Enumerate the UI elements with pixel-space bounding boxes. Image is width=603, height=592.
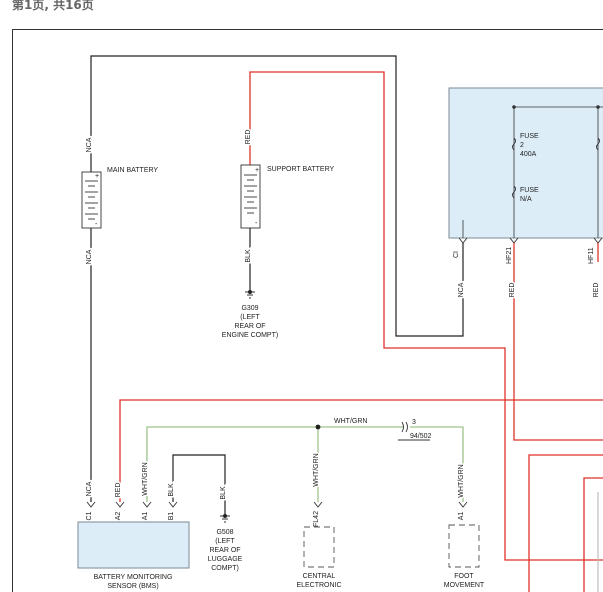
svg-text:G309: G309 xyxy=(241,305,258,312)
wire-label-whtgrn-foot: WHT/GRN xyxy=(458,464,465,497)
pin-ci-label: CI xyxy=(453,251,460,258)
svg-text:REAR OF: REAR OF xyxy=(209,547,240,554)
svg-text:(LEFT: (LEFT xyxy=(215,538,235,545)
splice-connector-label: 94/502 xyxy=(410,433,432,440)
central-label-line2: ELECTRONIC xyxy=(296,582,341,589)
pin-hf11-label: HF11 xyxy=(588,247,595,264)
splice-junction xyxy=(315,424,321,430)
main-battery-symbol xyxy=(81,171,102,229)
central-label-line1: CENTRAL xyxy=(303,573,336,580)
bms-module xyxy=(77,521,190,569)
wire-label-whtgrn-central: WHT/GRN xyxy=(313,453,320,486)
pin-hf21-label: HF21 xyxy=(506,247,513,264)
wire-label-nca-mid: NCA xyxy=(86,249,93,264)
bus-junction xyxy=(512,105,516,109)
wire-label-red-hf11: RED xyxy=(593,283,600,298)
bus-junction xyxy=(596,105,600,109)
wire-label-nca-fusebox: NCA xyxy=(458,282,465,297)
central-pin-fl42: FL42 xyxy=(313,511,320,527)
bms-pin-b1: B1 xyxy=(168,512,175,521)
wire-label-wht-grn-horizontal: WHT/GRN xyxy=(334,418,367,425)
foot-movement-module xyxy=(448,524,480,568)
support-battery-plus: + xyxy=(255,167,259,174)
wire-label-blk-support: BLK xyxy=(245,249,252,263)
bms-pin-a2: A2 xyxy=(115,512,122,521)
wire-label-whtgrn-bms: WHT/GRN xyxy=(142,462,149,495)
svg-text:COMPT): COMPT) xyxy=(211,565,239,572)
support-battery-cells xyxy=(244,174,257,214)
fuse-1-rating: 400A xyxy=(520,151,537,158)
fuse-box-pin-connectors xyxy=(458,237,603,244)
wire-label-red-support: RED xyxy=(245,130,252,145)
central-pin-connector xyxy=(313,501,323,508)
bms-pin-connectors xyxy=(86,501,178,508)
fuse-2-rating: N/A xyxy=(520,196,532,203)
red-wires xyxy=(119,71,603,592)
foot-pin-connector xyxy=(458,501,468,508)
main-battery-minus: - xyxy=(95,221,98,228)
bms-pin-c1: C1 xyxy=(86,511,93,520)
fuse-1-label: FUSE xyxy=(520,133,539,140)
bms-pin-a1: A1 xyxy=(142,512,149,521)
main-battery-label: MAIN BATTERY xyxy=(107,167,158,174)
fuse-2-symbol xyxy=(512,185,516,199)
splice-pin-label: 3 xyxy=(412,419,416,426)
svg-text:G508: G508 xyxy=(216,529,233,536)
bms-label-line1: BATTERY MONITORING xyxy=(94,574,173,581)
diagram-frame xyxy=(12,29,603,592)
main-battery-plus: + xyxy=(95,173,99,180)
support-battery-symbol xyxy=(240,164,261,229)
fuse-box-busbar xyxy=(462,106,603,238)
wire-label-nca-bms: NCA xyxy=(86,481,93,496)
bms-label-line2: SENSOR (BMS) xyxy=(107,583,158,590)
wire-label-blk-g508: BLK xyxy=(220,486,227,500)
main-battery-cells xyxy=(85,180,98,220)
wire-label-nca-top: NCA xyxy=(86,137,93,152)
inline-connector-symbol xyxy=(398,421,430,441)
fuse-box-module xyxy=(448,87,603,239)
svg-text:REAR OF: REAR OF xyxy=(234,323,265,330)
fuse-1-number: 2 xyxy=(520,142,524,149)
foot-label-line2: MOVEMENT xyxy=(444,582,485,589)
ground-g508-dot xyxy=(223,514,227,518)
fuse-3-symbol xyxy=(596,137,600,151)
ground-g309-dot xyxy=(248,290,252,294)
wire-label-red-hf21: RED xyxy=(509,283,516,298)
fuse-1-symbol xyxy=(512,137,516,151)
foot-label-line1: FOOT xyxy=(454,573,474,580)
support-battery-label: SUPPORT BATTERY xyxy=(267,166,334,173)
ground-g309-label: G309 (LEFT REAR OF ENGINE COMPT) xyxy=(222,305,278,339)
svg-text:ENGINE COMPT): ENGINE COMPT) xyxy=(222,332,278,339)
wire-label-blk-b1: BLK xyxy=(168,483,175,497)
central-electronic-module xyxy=(303,526,335,568)
foot-pin-a1: A1 xyxy=(458,512,465,521)
black-wires xyxy=(90,55,464,516)
wire-label-red-bms: RED xyxy=(115,483,122,498)
support-battery-minus: - xyxy=(255,220,258,227)
ground-g508-label: G508 (LEFT REAR OF LUGGAGE COMPT) xyxy=(208,529,243,572)
svg-text:(LEFT: (LEFT xyxy=(240,314,260,321)
fuse-2-label: FUSE xyxy=(520,187,539,194)
page-header: 第1页, 共16页 xyxy=(12,0,94,12)
svg-text:LUGGAGE: LUGGAGE xyxy=(208,556,243,563)
